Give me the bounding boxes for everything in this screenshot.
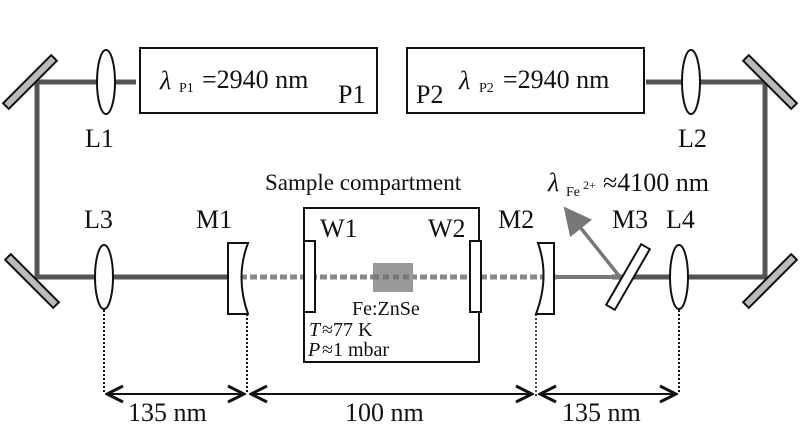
pump-p2-wavelength: =2940 nm — [503, 65, 609, 94]
pump-p1: λ P1 =2940 nm P1 — [139, 47, 378, 114]
folding-mirror-top-right — [741, 53, 799, 111]
lens-l3-label: L3 — [84, 205, 113, 234]
folding-mirror-bottom-left — [3, 252, 61, 310]
lenses: L1 L2 L3 L4 — [84, 49, 707, 310]
output-lambda-sub: Fe — [566, 185, 580, 200]
temperature-symbol: T — [309, 319, 322, 341]
lens-l3 — [94, 244, 114, 310]
pump-p2-lambda-symbol: λ — [458, 66, 470, 95]
pump-p1-lambda-sub: P1 — [179, 81, 194, 96]
output-lambda-symbol: λ — [547, 168, 559, 197]
window-w1-label: W1 — [320, 214, 358, 243]
window-w1 — [303, 240, 316, 313]
folding-mirror-top-left — [1, 53, 59, 111]
pump-p2: P2 λ P2 =2940 nm — [406, 47, 645, 114]
pump-p2-lambda-sub: P2 — [479, 81, 494, 96]
beam-paths — [34, 79, 768, 280]
compartment-title: Sample compartment — [265, 170, 462, 195]
output-beam: λ Fe 2+ ≈4100 nm — [547, 168, 709, 279]
cavity-mirrors: M1 M2 M3 — [196, 205, 652, 315]
output-wavelength: ≈4100 nm — [603, 168, 709, 197]
pump-p1-lambda-symbol: λ — [159, 66, 171, 95]
dim-label-m1-m2: 100 nm — [345, 398, 424, 426]
mirror-m1-label: M1 — [196, 205, 232, 234]
lens-l1-label: L1 — [85, 124, 114, 153]
output-arrow — [563, 206, 622, 279]
lens-l2-label: L2 — [678, 124, 707, 153]
mirror-m2-label: M2 — [498, 205, 534, 234]
pump-p1-box — [139, 47, 378, 114]
window-w2-label: W2 — [428, 214, 466, 243]
pressure-value: ≈1 mbar — [322, 339, 389, 361]
lens-l1 — [96, 49, 116, 115]
pump-p1-wavelength: =2940 nm — [202, 65, 308, 94]
mirror-m2 — [534, 242, 555, 315]
dim-label-m2-l4: 135 nm — [562, 398, 641, 426]
pump-p1-label: P1 — [338, 80, 365, 109]
pump-p2-box — [406, 47, 645, 114]
temperature-value: ≈77 K — [322, 319, 373, 341]
mirror-m3-dichroic — [604, 242, 652, 312]
mirror-m3-label: M3 — [612, 205, 648, 234]
dim-label-l3-m1: 135 nm — [128, 398, 207, 426]
pump-p2-label: P2 — [416, 80, 443, 109]
mirror-m1 — [227, 242, 250, 315]
lens-l2 — [681, 49, 701, 115]
crystal-label: Fe:ZnSe — [352, 298, 420, 320]
window-w2 — [469, 240, 482, 313]
folding-mirrors — [1, 53, 799, 310]
pressure-symbol: P — [307, 339, 320, 361]
lens-l4-label: L4 — [666, 205, 695, 234]
lens-l4 — [669, 244, 689, 310]
dimension-lines: 135 nm 100 nm 135 nm — [103, 310, 680, 426]
output-lambda-sup: 2+ — [583, 178, 596, 192]
sample-compartment: Sample compartment W1 W2 Fe:ZnSe T ≈77 K… — [265, 170, 482, 363]
folding-mirror-bottom-right — [741, 252, 799, 310]
